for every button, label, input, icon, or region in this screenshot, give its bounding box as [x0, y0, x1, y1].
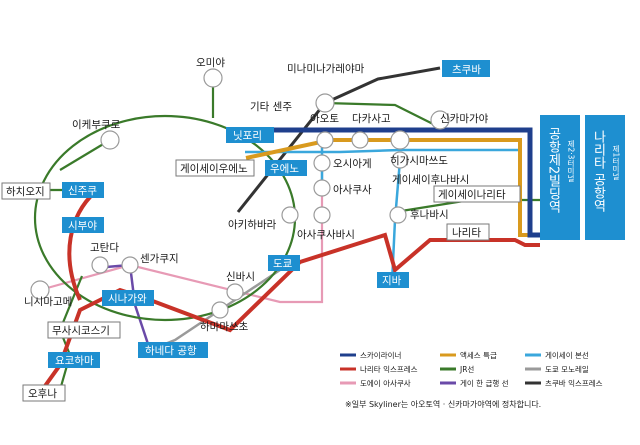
terminal-1-box[interactable]	[585, 115, 625, 240]
station-box-keisei-narita[interactable]	[433, 185, 521, 203]
station-ofuna[interactable]: 오후나	[28, 388, 57, 400]
station-box-narita[interactable]	[446, 223, 490, 241]
legend-label: 게이 한 급행 선	[460, 378, 509, 388]
station-kita-senju[interactable]: 기타 센주	[250, 101, 292, 113]
station-shinkamagaya[interactable]: 신카마가야	[440, 112, 489, 125]
station-omiya[interactable]: 오미야	[196, 56, 225, 69]
station-box-shinjuku[interactable]	[62, 182, 104, 198]
footnote: ※일부 Skyliner는 아오토역 · 신카마가야역에 정차합니다.	[345, 399, 541, 409]
skyliner-line	[248, 127, 540, 238]
station-asakusabashi[interactable]: 아사쿠사바시	[297, 229, 355, 241]
station-tokyo[interactable]: 도쿄	[273, 258, 293, 270]
station-chiba[interactable]: 지바	[382, 275, 402, 287]
station-sengakuji[interactable]: 센가쿠지	[140, 253, 179, 265]
legend-label: 츠쿠바 익스프레스	[545, 378, 603, 388]
station-box-yokohama[interactable]	[48, 352, 100, 368]
legend-label: 도쿄 모노레일	[545, 365, 589, 374]
legend-label: 액세스 특급	[460, 350, 497, 360]
terminal-2-name: 공항제2빌딩역	[546, 127, 561, 214]
station-hachioji[interactable]: 하치오지	[6, 185, 45, 198]
station-narita[interactable]: 나리타	[452, 227, 481, 239]
station-takadanobaba[interactable]: 고탄다	[90, 242, 119, 254]
terminal-2-sub: 제2·3터미널	[567, 140, 576, 182]
station-shinbashi[interactable]: 신바시	[226, 271, 255, 283]
station-box-ofuna[interactable]	[22, 384, 66, 402]
station-oshiage[interactable]: 오시아게	[333, 158, 372, 170]
terminal-2-box[interactable]	[540, 115, 580, 240]
station-keisei-narita[interactable]: 게이세이나리타	[438, 189, 506, 201]
station-hamamatsucho[interactable]: 하마마쓰초	[200, 320, 249, 333]
station-box-hachioji[interactable]	[1, 182, 51, 200]
station-shinagawa[interactable]: 시나가와	[108, 293, 147, 305]
station-keisei-ueno[interactable]: 게이세이우에노	[180, 163, 248, 175]
station-ueno[interactable]: 우에노	[270, 163, 299, 175]
terminal-1-name: 나리타 공항역	[591, 130, 606, 213]
terminal-1-sub: 제1터미널	[612, 145, 621, 180]
station-box-haneda[interactable]	[138, 342, 208, 358]
station-box-tokyo[interactable]	[268, 255, 300, 271]
station-minami-nagareyama[interactable]: 미나미나가레야마	[287, 62, 365, 75]
keikyu-line	[94, 263, 152, 351]
station-takasago[interactable]: 다카사고	[352, 113, 391, 125]
station-akihabara[interactable]: 아키하바라	[228, 218, 277, 231]
station-markers	[30, 68, 450, 319]
station-nippori[interactable]: 닛포리	[233, 130, 262, 142]
legend-label: 도에이 아사쿠사	[360, 378, 411, 388]
legend-label: 게이세이 본선	[545, 350, 589, 360]
station-box-musashi-kosugi[interactable]	[47, 321, 121, 339]
station-keisei-funabashi[interactable]: 게이세이후나바시	[392, 174, 469, 186]
keisei-main-line	[245, 148, 520, 154]
station-nishi-magome[interactable]: 니시마고메	[24, 296, 72, 308]
station-box-tsukuba[interactable]	[442, 60, 490, 77]
station-shinjuku[interactable]: 신주쿠	[68, 185, 97, 197]
station-asakusa[interactable]: 아사쿠사	[333, 184, 372, 196]
legend-label: 스카이라이너	[360, 350, 401, 360]
station-higashi-matsudo[interactable]: 히가시마쓰도	[390, 155, 448, 167]
station-box-shibuya[interactable]	[62, 217, 104, 233]
access-express-line	[245, 138, 535, 237]
station-box-nippori[interactable]	[226, 127, 274, 143]
narita-express-ring	[67, 190, 97, 301]
station-shibuya[interactable]: 시부야	[68, 219, 97, 232]
station-box-shinagawa[interactable]	[102, 290, 154, 306]
station-funabashi[interactable]: 후나바시	[410, 209, 449, 221]
station-box-ueno[interactable]	[265, 160, 307, 176]
tsukuba-express-line	[236, 66, 441, 213]
legend-label: JR선	[459, 365, 474, 374]
station-tsukuba[interactable]: 츠쿠바	[452, 64, 481, 76]
station-ikebukuro[interactable]: 이케부쿠로	[72, 119, 121, 131]
station-haneda[interactable]: 하네다 공항	[145, 344, 197, 357]
station-box-keisei-ueno[interactable]	[175, 159, 255, 177]
station-musashi-kosugi[interactable]: 무사시코스기	[52, 325, 110, 337]
station-aoto[interactable]: 아오토	[310, 113, 339, 125]
station-box-chiba[interactable]	[377, 272, 409, 288]
legend-label: 나리타 익스프레스	[360, 364, 418, 374]
station-yokohama[interactable]: 요코하마	[55, 354, 94, 367]
